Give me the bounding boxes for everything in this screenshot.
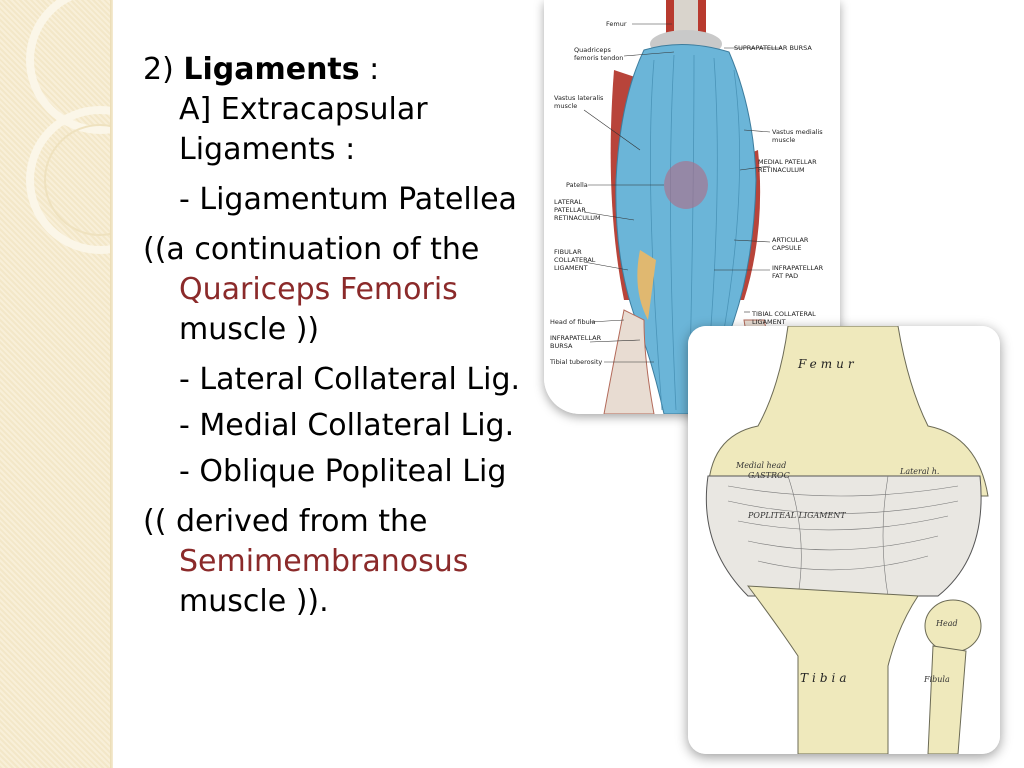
label-articular-capsule-1: ARTICULAR: [772, 236, 809, 244]
label-infrapatellar-fatpad-2: FAT PAD: [772, 272, 798, 280]
label-lateral-patellar-3: RETINACULUM: [554, 214, 601, 222]
subheading-line1: A] Extracapsular: [179, 92, 428, 127]
label-articular-capsule-2: CAPSULE: [772, 244, 802, 252]
note2-prefix: (( derived from the: [143, 504, 428, 539]
heading-title: Ligaments: [183, 52, 360, 87]
label-gastroc: GASTROC: [748, 471, 790, 480]
label-head: Head: [935, 619, 958, 628]
label-infrapatellar-bursa-2: BURSA: [550, 342, 573, 350]
heading: 2) Ligaments :: [143, 50, 543, 90]
note1-prefix: ((a continuation of the: [143, 232, 480, 267]
label-suprapatellar-bursa: SUPRAPATELLAR BURSA: [734, 44, 812, 52]
label-tibial-collateral-1: TIBIAL COLLATERAL: [751, 310, 816, 318]
decorative-side-strip: [0, 0, 113, 768]
label-lateral-head: Lateral h.: [899, 467, 939, 476]
label-vastus-lateralis-2: muscle: [554, 102, 577, 110]
label-quadriceps-1: Quadriceps: [574, 46, 612, 54]
label-medial-patellar-1: MEDIAL PATELLAR: [758, 158, 817, 166]
item-oblique-popliteal: - Oblique Popliteal Lig: [179, 454, 507, 489]
label-femur-engraving: Femur: [797, 357, 858, 371]
label-fibular-collateral-1: FIBULAR: [554, 248, 582, 256]
label-tibial-collateral-2: LIGAMENT: [752, 318, 786, 326]
label-popliteal-ligament: POPLITEAL LIGAMENT: [747, 511, 846, 520]
heading-number: 2): [143, 52, 174, 87]
label-infrapatellar-bursa-1: INFRAPATELLAR: [550, 334, 602, 342]
label-medial-head: Medial head: [735, 461, 786, 470]
item-ligamentum-patellae: - Ligamentum Patellea: [179, 182, 517, 217]
label-head-of-fibula: Head of fibula: [550, 318, 596, 326]
label-fibula: Fibula: [923, 675, 950, 684]
item-medial-collateral: - Medial Collateral Lig.: [179, 408, 515, 443]
label-vastus-lateralis-1: Vastus lateralis: [554, 94, 604, 102]
label-lateral-patellar-1: LATERAL: [554, 198, 582, 206]
label-patella: Patella: [566, 181, 588, 189]
label-tibial-tuberosity: Tibial tuberosity: [549, 358, 602, 366]
item-lateral-collateral: - Lateral Collateral Lig.: [179, 362, 521, 397]
label-quadriceps-2: femoris tendon: [574, 54, 623, 62]
label-infrapatellar-fatpad-1: INFRAPATELLAR: [772, 264, 824, 272]
slide-body: 2) Ligaments : A] Extracapsular Ligament…: [143, 50, 543, 622]
label-medial-patellar-2: RETINACULUM: [758, 166, 805, 174]
posterior-knee-illustration: Femur Medial head GASTROC Lateral h. POP…: [688, 326, 1000, 754]
label-tibia: Tibia: [800, 671, 851, 685]
label-fibular-collateral-3: LIGAMENT: [554, 264, 588, 272]
note1-red-term: Quariceps Femoris: [179, 272, 458, 307]
heading-colon: :: [369, 52, 380, 87]
label-fibular-collateral-2: COLLATERAL: [554, 256, 596, 264]
label-femur: Femur: [606, 20, 627, 28]
note1-suffix: muscle )): [179, 312, 320, 347]
subheading-line2: Ligaments :: [179, 132, 356, 167]
note2-suffix: muscle )).: [179, 584, 329, 619]
label-lateral-patellar-2: PATELLAR: [554, 206, 586, 214]
decorative-circles: [26, 0, 113, 254]
note2-red-term: Semimembranosus: [179, 544, 469, 579]
label-vastus-medialis-2: muscle: [772, 136, 795, 144]
label-vastus-medialis-1: Vastus medialis: [772, 128, 823, 136]
